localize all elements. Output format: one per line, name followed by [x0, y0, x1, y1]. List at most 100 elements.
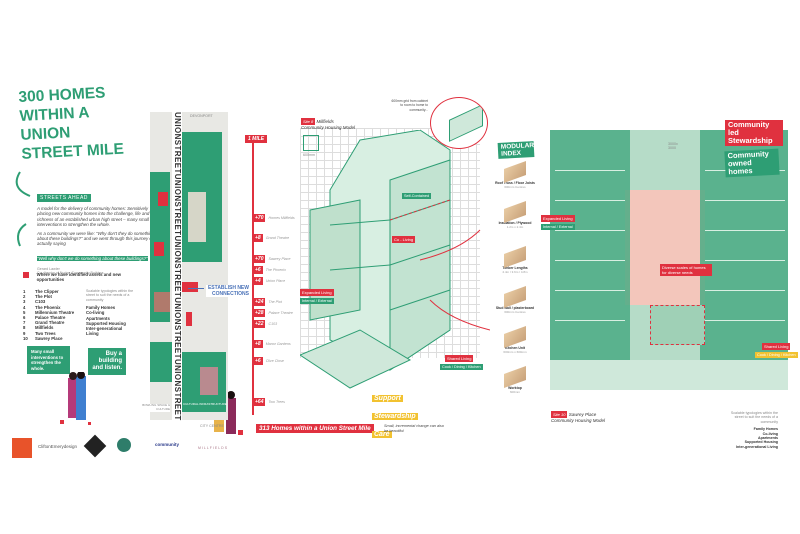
site-list-item: 1 The Clipper [23, 289, 74, 294]
site-list-item: 6 Palace Theatre [23, 315, 74, 320]
yellow-label: Stewardship [372, 413, 418, 420]
component-size: 1.2m x 2.4m [506, 225, 524, 229]
logo-clifton-emery: CliftonEmerydesign [38, 444, 78, 449]
site-number: 4 [23, 304, 26, 310]
detail-circle [430, 97, 488, 149]
millfields-title: Site 8 Millfields Community Housing Mode… [301, 118, 355, 130]
quote-highlight: "Well why don't we do something about th… [37, 255, 148, 262]
millfields-caption: Small, incremental change can also be be… [384, 424, 444, 433]
site-number: 1 [23, 289, 26, 294]
homes-count: +70 [253, 255, 266, 263]
site-label: C103 [268, 322, 278, 326]
component-size: 600mm x 600mm [503, 350, 527, 354]
site-name: Palace Theatre [35, 315, 66, 321]
timber-component-icon [504, 325, 526, 349]
modular-index-title: MODULAR INDEX [497, 141, 535, 159]
label-shared-sub: Cook / Dining / Kitchen [755, 352, 798, 358]
timeline-head: 1 MILE [245, 135, 268, 143]
establish-connections-label: ESTABLISH NEW CONNECTIONS [206, 285, 250, 297]
speech-bubble-left: Many small interventions to strengthen t… [27, 346, 70, 374]
legend-red-square-icon [23, 272, 29, 278]
grid-dimension: 600mm [303, 153, 315, 157]
timber-component-icon [504, 285, 526, 309]
homes-count: +24 [253, 298, 266, 306]
site-name: Millfields [316, 119, 334, 124]
logo-millfields: MILLFIELDS [198, 446, 229, 450]
community-led-stewardship-tag: Community led Stewardship [725, 120, 783, 146]
map-label-south: CITY CENTRE [200, 424, 224, 428]
component-name: Timber Lengths [502, 266, 528, 270]
poster-title: 300 HOMES WITHIN A UNION STREET MILE [18, 83, 124, 164]
typologies-intro: Scalable typologies within the street to… [730, 411, 778, 424]
typology-item: Supported Housing [744, 440, 778, 445]
site-subtitle: Community Housing Model [301, 125, 356, 130]
curved-arrow-icon [15, 171, 31, 247]
yellow-label: Support [372, 395, 403, 402]
speech-bubble-right: Buy a building and listen. [88, 348, 126, 375]
site-label: Palace Theatre [268, 311, 293, 315]
total-homes-banner[interactable]: 313 Homes within a Union Street Mile [256, 424, 374, 433]
label-shared-living: Shared Living [762, 343, 791, 350]
sawrey-title: Site 10 Sawrey Place Community Housing M… [551, 411, 605, 423]
streets-ahead-tag: STREETS AHEAD [37, 194, 91, 202]
component-size: 600mm Centres [504, 185, 526, 189]
homes-count: +70 [253, 214, 266, 222]
site-name: The Clipper [35, 289, 59, 294]
homes-count: +6 [253, 357, 263, 365]
grid-dimension: 3000x 3000 [668, 142, 678, 151]
map-label-north: DEVONPORT [190, 114, 213, 118]
logo-nudge [83, 434, 107, 458]
typologies: Scalable typologies within the street to… [86, 289, 136, 336]
label-shared-living: Shared Living [445, 355, 474, 362]
site-label: The Phoenix [265, 268, 286, 272]
yellow-label: Care [372, 431, 392, 438]
sawrey-typologies: Scalable typologies within the street to… [722, 411, 778, 449]
people-figures-icon [60, 372, 91, 425]
union-street-vertical-label: UNIONSTREETUNIONSTREETUNIONSTREETUNIONST… [172, 112, 182, 422]
site-number: 3 [23, 299, 26, 305]
site-name: The Plot [35, 294, 52, 300]
typology-item: Family Homes [753, 427, 778, 432]
timber-component-icon [504, 200, 526, 224]
homes-count: +6 [253, 266, 263, 274]
typology-item: Apartments [86, 315, 110, 321]
label-expanded-sub: Internal / External [300, 298, 334, 304]
site-name: Millennium Theatre [35, 309, 75, 315]
title-line: STREET MILE [21, 140, 125, 163]
site-number: 8 [23, 325, 26, 331]
site-name: Sawrey Place [568, 412, 597, 417]
site-label: Sawrey Place [268, 257, 291, 261]
homes-count: +4 [253, 277, 263, 285]
attribution-role: Co-director of Nudge Community Builders [37, 271, 104, 276]
site-number: 6 [23, 315, 26, 321]
component-name: Insulation / Plywood [498, 221, 532, 225]
logo-1 [12, 438, 32, 458]
homes-count: +8 [253, 340, 263, 348]
component-size: 2.4m / 3.6m / 4.8m [502, 270, 528, 274]
typology-item: Supported Housing [86, 320, 126, 326]
logo-4 [117, 438, 131, 452]
site-name: Two Trees [35, 330, 56, 336]
label-self-contained: Self-Contained [402, 193, 432, 199]
